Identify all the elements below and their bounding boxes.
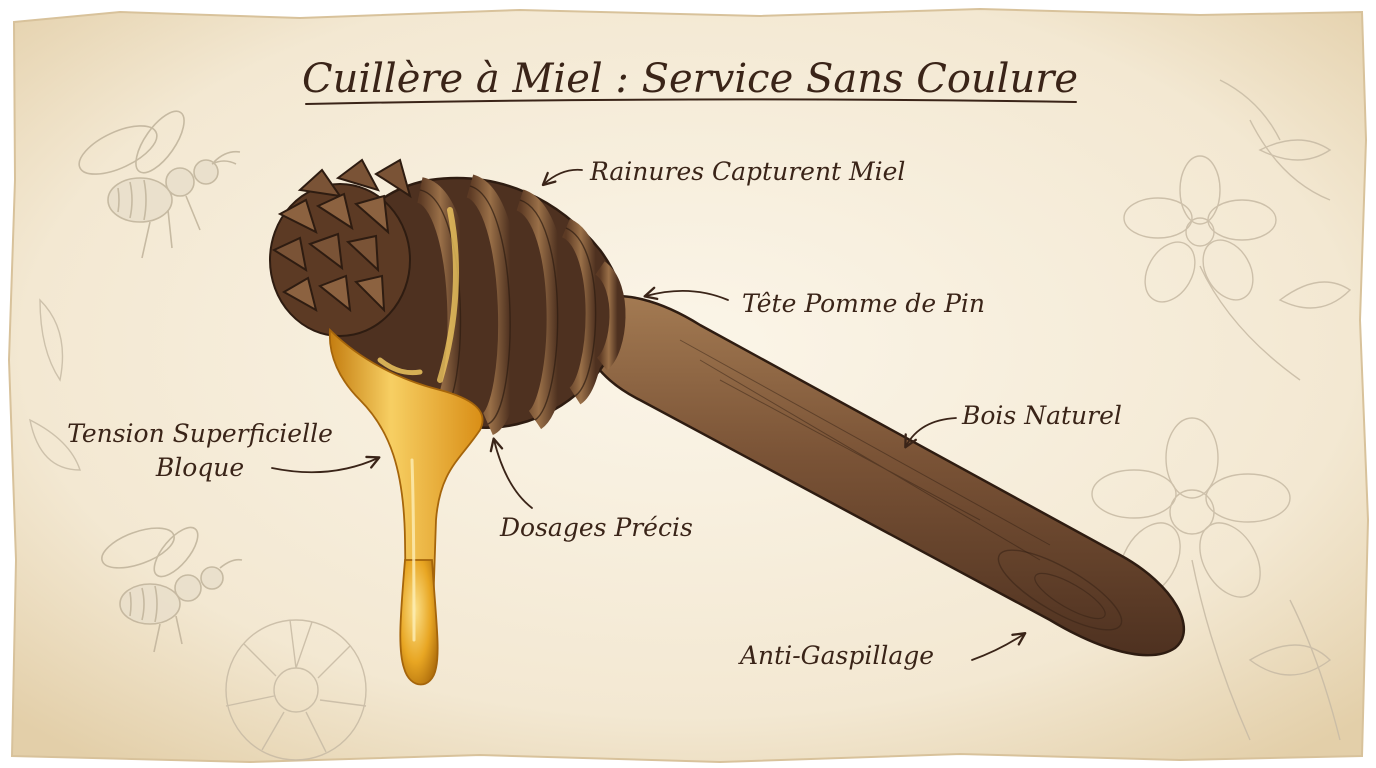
label-surface-tension-line1: Tension Superficielle [67, 419, 333, 448]
dipper-handle [583, 294, 1186, 657]
diagram-title: Cuillère à Miel : Service Sans Coulure [302, 56, 1078, 102]
arrow-natural-wood [904, 417, 957, 449]
label-anti-waste: Anti-Gaspillage [738, 641, 934, 670]
bee-sketch-bottom-left [101, 526, 243, 653]
flower-sketch-bottom-left [29, 298, 367, 761]
arrow-surface-tension [271, 455, 381, 474]
honey-drip [328, 207, 484, 686]
dipper-pinecone-tip [269, 158, 412, 337]
label-natural-wood: Bois Naturel [961, 401, 1122, 430]
bee-sketch-top-left [78, 110, 241, 259]
label-grooves: Rainures Capturent Miel [589, 157, 905, 186]
label-surface-tension-line2: Bloque [155, 453, 244, 482]
arrow-pinecone-head [643, 286, 729, 301]
arrow-precise-dosing [489, 437, 533, 509]
label-pinecone-head: Tête Pomme de Pin [742, 289, 985, 318]
annotation-arrows [271, 168, 1027, 661]
label-precise-dosing: Dosages Précis [499, 513, 693, 542]
arrow-grooves [541, 168, 583, 187]
title-underline [305, 98, 1077, 105]
flower-sketch-right-top [1123, 79, 1352, 381]
arrow-anti-waste [971, 632, 1027, 661]
groove-rib [594, 261, 626, 371]
